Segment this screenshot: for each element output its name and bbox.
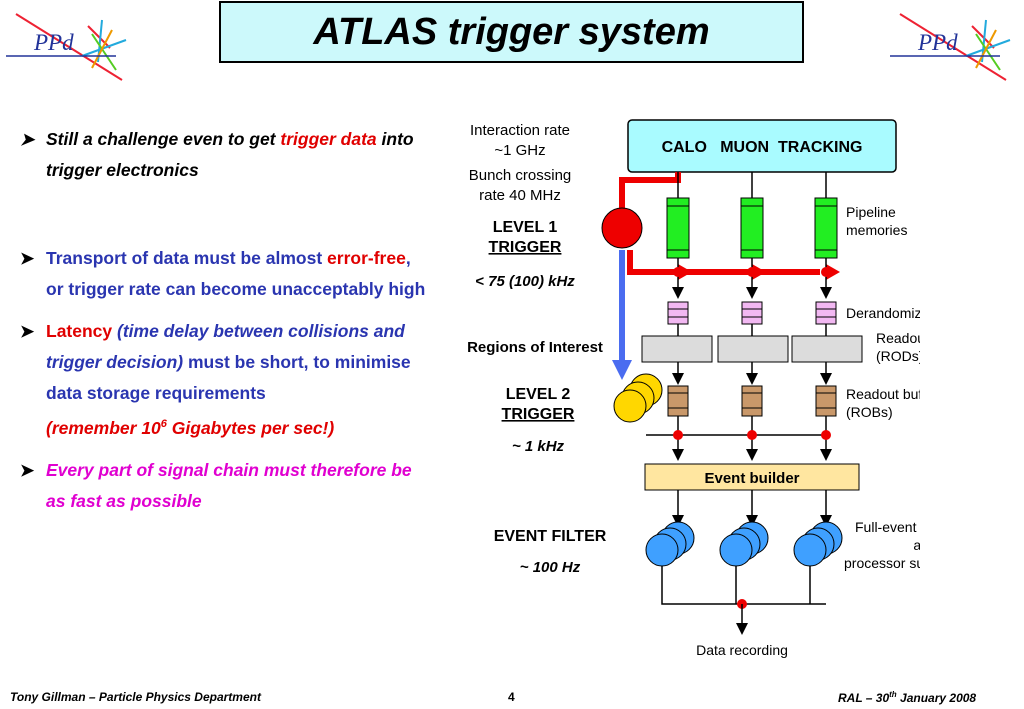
level1-trigger-circle (601, 207, 643, 249)
bullet-arrow-icon: ➤ (20, 460, 35, 480)
svg-text:PPd: PPd (33, 30, 74, 55)
bullet-3-italic: (time delay between collisions and trigg… (46, 321, 405, 372)
bullet-3: ➤ Latency (time delay between collisions… (20, 316, 430, 444)
bullet-1-pre: Still a challenge even to get (46, 129, 281, 149)
red-arrow-icon (752, 264, 766, 280)
trigger-diagram: Interaction rate ~1 GHz Bunch crossing r… (467, 119, 920, 658)
bullet-3-note: (remember 106 Gigabytes per sec!) (46, 418, 334, 438)
data-recording-label: Data recording (696, 642, 788, 658)
bullet-4: ➤ Every part of signal chain must theref… (20, 455, 430, 517)
footer-page-number: 4 (508, 690, 515, 704)
ppd-logo-left: PPd (6, 13, 127, 81)
rods-label-1: Readout drivers (876, 330, 920, 346)
bullet-3-red: Latency (46, 321, 113, 341)
processor-farm-2 (719, 521, 769, 567)
bullet-1: ➤ Still a challenge even to get trigger … (20, 124, 430, 186)
bullet-arrow-icon: ➤ (20, 249, 35, 268)
fullevent-label-2: and (913, 537, 920, 553)
bullet-3-post: must be short, to minimise data storage … (46, 352, 411, 403)
derandomizers-label: Derandomizers (846, 305, 920, 321)
bullet-arrow-icon: ➤ (20, 130, 35, 149)
bullet-2-pre: Transport of data must be almost (46, 248, 328, 268)
processor-farm-3 (793, 521, 843, 567)
junction-dot (673, 267, 683, 277)
bullet-3-note-pre: (remember 10 (46, 417, 161, 438)
interaction-rate-label-1: Interaction rate (470, 122, 570, 139)
bullet-1-post: into trigger electronics (46, 129, 414, 180)
slide-title-box: ATLAS trigger system (219, 1, 804, 63)
blue-arrow-head-icon (612, 360, 632, 380)
svg-text:PPd: PPd (917, 30, 958, 55)
robs-label-1: Readout buffers (846, 386, 920, 402)
ppd-logo-right: PPd (890, 13, 1011, 81)
column-muon (717, 172, 789, 461)
junction-dot (747, 430, 757, 440)
bullet-arrow-icon: ➤ (20, 322, 35, 341)
footer-date: RAL – 30th January 2008 (838, 690, 976, 705)
red-arrow-icon (826, 264, 840, 280)
footer-date-sup: th (889, 690, 897, 699)
footer-date-pre: RAL – 30 (838, 691, 890, 705)
interaction-rate-label-2: ~1 GHz (494, 142, 545, 159)
level2-label-2: TRIGGER (502, 406, 575, 423)
event-builder-box (644, 463, 860, 491)
bunch-crossing-label-2: rate 40 MHz (479, 187, 561, 204)
level2-rate: ~ 1 kHz (512, 438, 565, 455)
bullet-2-red: error-free (327, 248, 406, 268)
rods-label-2: (RODs) (876, 348, 920, 364)
pipeline-label-2: memories (846, 222, 907, 238)
footer-author: Tony Gillman – Particle Physics Departme… (10, 690, 261, 704)
processor-farm-1 (645, 521, 695, 567)
event-filter-label: EVENT FILTER (494, 528, 607, 545)
ef-rate: ~ 100 Hz (520, 559, 581, 576)
level1-label-2: TRIGGER (489, 239, 562, 256)
level1-label-1: LEVEL 1 (493, 219, 558, 236)
bullet-3-note-post: Gigabytes per sec!) (166, 417, 335, 438)
detector-label: CALO MUON TRACKING (662, 139, 863, 156)
bullet-list: ➤ Still a challenge even to get trigger … (20, 124, 430, 517)
junction-dot (747, 267, 757, 277)
bullet-1-red: trigger data (280, 129, 377, 149)
red-arrow-icon (678, 264, 692, 280)
junction-dot (673, 430, 683, 440)
red-data-path-l1 (627, 250, 820, 275)
fullevent-label-3: processor sub-farms (844, 555, 920, 571)
bullet-2: ➤ Transport of data must be almost error… (20, 243, 430, 305)
robs-label-2: (ROBs) (846, 404, 893, 420)
bullet-4-text: Every part of signal chain must therefor… (46, 459, 412, 511)
event-builder-label: Event builder (704, 470, 799, 487)
roi-label: Regions of Interest (467, 339, 603, 356)
junction-dot (821, 430, 831, 440)
bunch-crossing-label-1: Bunch crossing (469, 167, 572, 184)
bullet-3-note-sup: 6 (160, 418, 167, 430)
column-calo (641, 172, 713, 461)
slide-title: ATLAS trigger system (313, 10, 710, 53)
bullet-2-post: , or trigger rate can become unacceptabl… (46, 248, 426, 299)
junction-dot (821, 267, 831, 277)
level2-label-1: LEVEL 2 (506, 386, 571, 403)
footer-date-post: January 2008 (896, 691, 977, 705)
fullevent-label-1: Full-event buffers (855, 519, 920, 535)
pipeline-label-1: Pipeline (846, 204, 896, 220)
detector-box (627, 119, 897, 173)
level1-rate: < 75 (100) kHz (475, 273, 575, 290)
level2-circle (613, 389, 647, 423)
